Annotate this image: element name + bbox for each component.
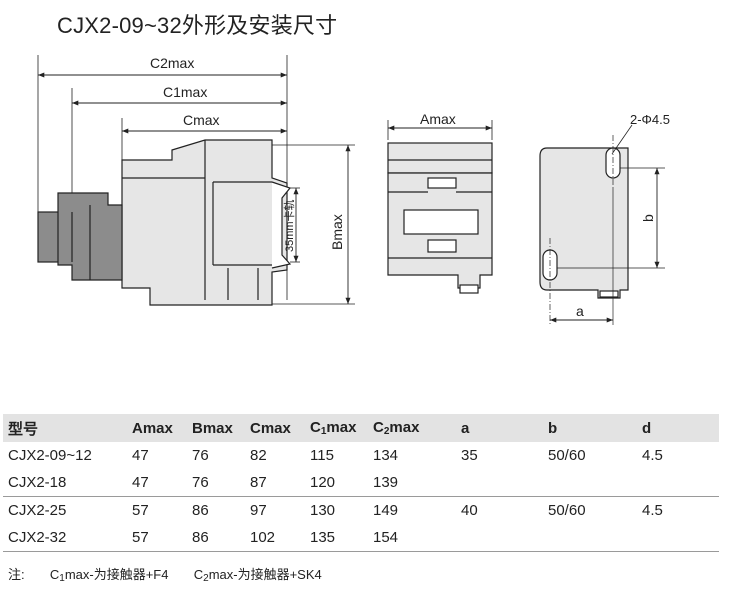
table-row: CJX2-32 57 86 102 135 154 [3,524,719,552]
table-row: CJX2-25 57 86 97 130 149 40 50/60 4.5 [8,502,663,519]
note-c1: C1max-为接触器+F4 [49,567,169,584]
c2max-label: C2max [150,55,194,71]
b-label: b [640,214,656,222]
table-row: CJX2-09~12 47 76 82 115 134 35 50/60 4.5 [8,447,663,464]
c1max-label: C1max [163,84,207,100]
header-c1max: C1max [305,414,368,442]
note-c2: C2max-为接触器+SK4 [193,567,322,584]
cmax-label: Cmax [183,112,220,128]
footnote: 注: C1max-为接触器+F4 C2max-为接触器+SK4 [8,564,322,584]
header-model: 型号 [3,414,127,442]
table-header-row: 型号 Amax Bmax Cmax C1max C2max a b d [3,414,719,442]
auxiliary-block [37,192,123,281]
dimension-drawing: C2max C1max Cmax Bmax 35mm卡轨 Amax 2-Φ4. [37,55,670,325]
header-a: a [456,414,543,442]
header-b: b [543,414,637,442]
page-title: CJX2-09~32外形及安装尺寸 [57,13,338,38]
amax-label: Amax [420,111,456,127]
bmax-label: Bmax [329,214,345,250]
table-row: CJX2-18 47 76 87 120 139 [3,469,719,497]
spec-table: 型号 Amax Bmax Cmax C1max C2max a b d CJX2… [3,414,719,552]
header-amax: Amax [127,414,187,442]
hole-label: 2-Φ4.5 [630,112,670,127]
mounting-view [539,124,665,325]
rail-label: 35mm卡轨 [282,199,296,252]
header-cmax: Cmax [245,414,305,442]
header-d: d [637,414,719,442]
front-view [387,120,493,294]
a-label: a [576,303,584,319]
header-c2max: C2max [368,414,456,442]
note-prefix: 注: [8,567,25,582]
header-bmax: Bmax [187,414,245,442]
side-view [37,55,355,306]
c-dimensions [38,72,351,304]
